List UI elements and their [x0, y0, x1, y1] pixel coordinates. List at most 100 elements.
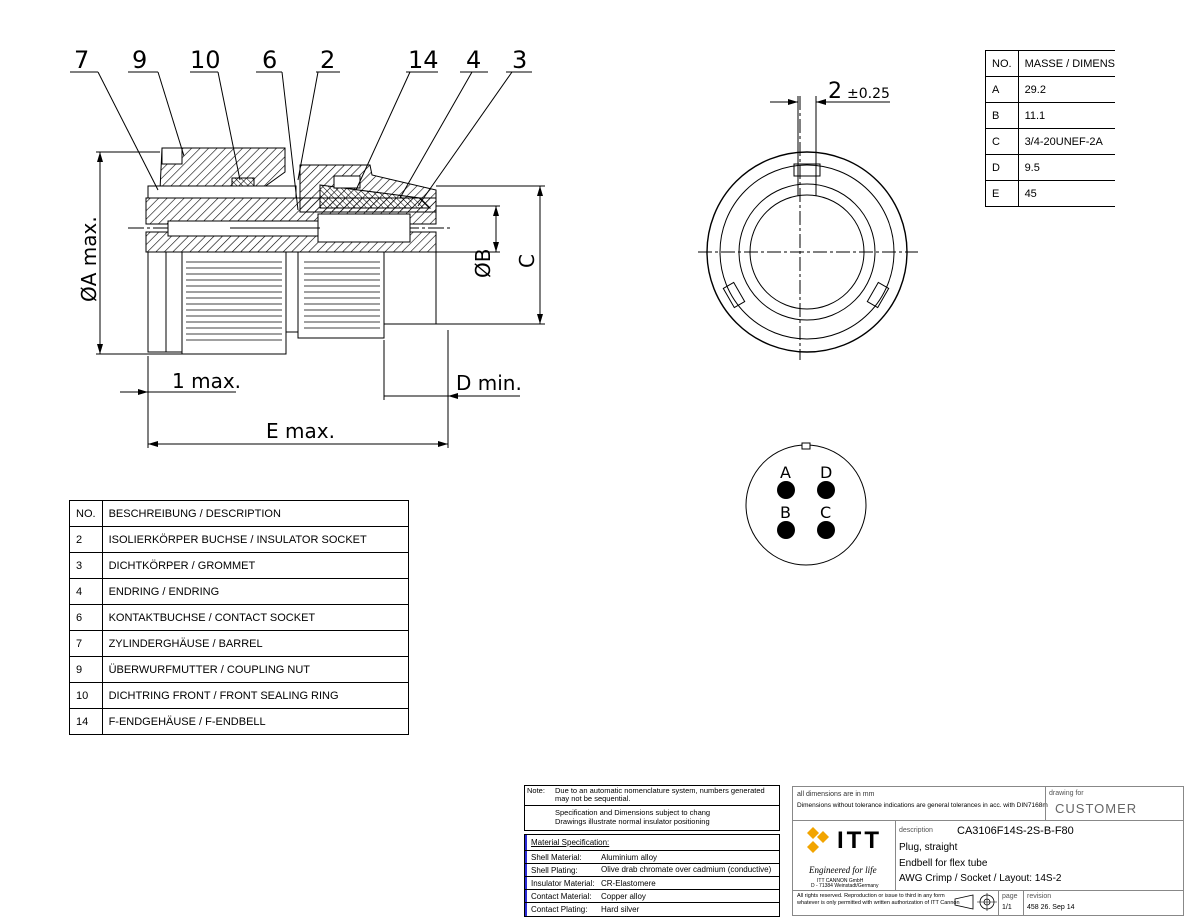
part-number: CA3106F14S-2S-B-F80 [957, 825, 1074, 837]
dim-key: E [985, 180, 1019, 207]
dims-note-2: Dimensions without tolerance indications… [797, 802, 1048, 809]
part-desc: KONTAKTBUCHSE / CONTACT SOCKET [101, 604, 410, 631]
balloon-2: 2 [320, 46, 335, 74]
material-title: Material Specification: [531, 838, 610, 847]
part-no: 14 [69, 708, 103, 735]
parts-header-row: NO. BESCHREIBUNG / DESCRIPTION [69, 500, 410, 527]
part-desc: DICHTKÖRPER / GROMMET [101, 552, 410, 579]
notes-line-2: may not be sequential. [555, 794, 631, 803]
dim-b-label: ØB [471, 249, 495, 278]
drawing-for-value: CUSTOMER [1055, 801, 1138, 816]
dim-value: 3/4-20UNEF-2A [1017, 128, 1115, 155]
pin-d-label: D [820, 463, 832, 482]
desc-line-1: Plug, straight [899, 842, 958, 853]
dims-note-1: all dimensions are in mm [797, 791, 875, 798]
dim-value: 11.1 [1017, 102, 1115, 129]
material-value: CR-Elastomere [601, 879, 656, 888]
notes-line-3: Specification and Dimensions subject to … [555, 808, 711, 817]
projection-symbol-icon [953, 893, 999, 916]
material-key: Contact Material: [531, 892, 592, 901]
part-no: 3 [69, 552, 103, 579]
dim-key: D [985, 154, 1019, 181]
material-value: Olive drab chromate over cadmium (conduc… [601, 865, 772, 874]
pin-b-contact [777, 521, 795, 539]
material-spec-box: Material Specification: Shell Material: … [524, 834, 780, 917]
dim-header-value: MASSE / DIMENSION [1017, 50, 1115, 77]
table-row: B 11.1 [985, 102, 1115, 129]
page-label: page [1002, 893, 1018, 900]
keyway-dim-label: 2 [828, 79, 842, 104]
dim-value: 9.5 [1017, 154, 1115, 181]
front-view-drawing: 2 ±0.25 [698, 79, 918, 360]
part-desc: F-ENDGEHÄUSE / F-ENDBELL [101, 708, 410, 735]
balloon-7: 7 [74, 46, 89, 74]
rights-line-1: All rights reserved. Reproduction or iss… [797, 893, 945, 899]
balloon-3: 3 [512, 46, 527, 74]
tagline: Engineered for life [809, 865, 877, 875]
parts-header-no: NO. [69, 500, 103, 527]
table-row: C 3/4-20UNEF-2A [985, 128, 1115, 155]
table-row: E 45 [985, 180, 1115, 207]
rights-line-2: whatever is only permitted with written … [797, 900, 960, 906]
dim-a-label: ØA max. [77, 216, 101, 302]
part-no: 9 [69, 656, 103, 683]
pin-c-contact [817, 521, 835, 539]
material-key: Shell Plating: [531, 866, 578, 875]
page-value: 1/1 [1002, 904, 1012, 911]
revision-value: 458 26. Sep 14 [1027, 904, 1075, 911]
material-value: Copper alloy [601, 892, 646, 901]
section-view-drawing: 7 9 10 6 2 14 4 3 ØA max. ØB C 1 max. D … [70, 46, 545, 448]
part-desc: DICHTRING FRONT / FRONT SEALING RING [101, 682, 410, 709]
part-desc: ÜBERWURFMUTTER / COUPLING NUT [101, 656, 410, 683]
dim-1max-label: 1 max. [172, 369, 241, 393]
drawing-for-label: drawing for [1049, 790, 1084, 797]
desc-line-2: Endbell for flex tube [899, 858, 988, 869]
dimensions-table: NO. MASSE / DIMENSION A 29.2 B 11.1 C 3/… [985, 50, 1115, 207]
itt-logo [805, 825, 839, 860]
part-no: 4 [69, 578, 103, 605]
rights-notice: All rights reserved. Reproduction or iss… [797, 893, 960, 907]
table-row: A 29.2 [985, 76, 1115, 103]
title-block: all dimensions are in mm Dimensions with… [792, 786, 1184, 916]
dim-value: 45 [1017, 180, 1115, 207]
description-label: description [899, 827, 933, 834]
part-desc: ZYLINDERGHÄUSE / BARREL [101, 630, 410, 657]
dim-c-label: C [515, 254, 539, 268]
dim-key: B [985, 102, 1019, 129]
dimensions-table-wrap: NO. MASSE / DIMENSION A 29.2 B 11.1 C 3/… [985, 50, 1115, 207]
logo-text: ITT [837, 827, 882, 854]
parts-header-desc: BESCHREIBUNG / DESCRIPTION [101, 500, 410, 527]
balloon-14: 14 [408, 46, 439, 74]
company-line-2: D - 71384 Weinstadt/Germany [811, 883, 879, 889]
table-row: D 9.5 [985, 154, 1115, 181]
dim-value: 29.2 [1017, 76, 1115, 103]
dimensions-header-row: NO. MASSE / DIMENSION [985, 50, 1115, 77]
material-key: Shell Material: [531, 853, 582, 862]
pin-a-label: A [780, 463, 791, 482]
pin-c-label: C [820, 503, 831, 522]
material-value: Hard silver [601, 905, 640, 914]
balloon-4: 4 [466, 46, 481, 74]
part-no: 7 [69, 630, 103, 657]
part-desc: ISOLIERKÖRPER BUCHSE / INSULATOR SOCKET [101, 526, 410, 553]
dim-emax-label: E max. [266, 419, 335, 443]
dim-key: C [985, 128, 1019, 155]
insert-layout-drawing: A D B C [745, 442, 867, 566]
notes-line-1: Due to an automatic nomenclature system,… [555, 786, 765, 795]
notes-label: Note: [527, 786, 545, 795]
pin-d-contact [817, 481, 835, 499]
part-no: 10 [69, 682, 103, 709]
notes-box: Note: Due to an automatic nomenclature s… [524, 785, 780, 831]
part-desc: ENDRING / ENDRING [101, 578, 410, 605]
material-key: Contact Plating: [531, 905, 588, 914]
company-line-1: ITT CANNON GmbH [817, 878, 864, 884]
balloon-9: 9 [132, 46, 147, 74]
